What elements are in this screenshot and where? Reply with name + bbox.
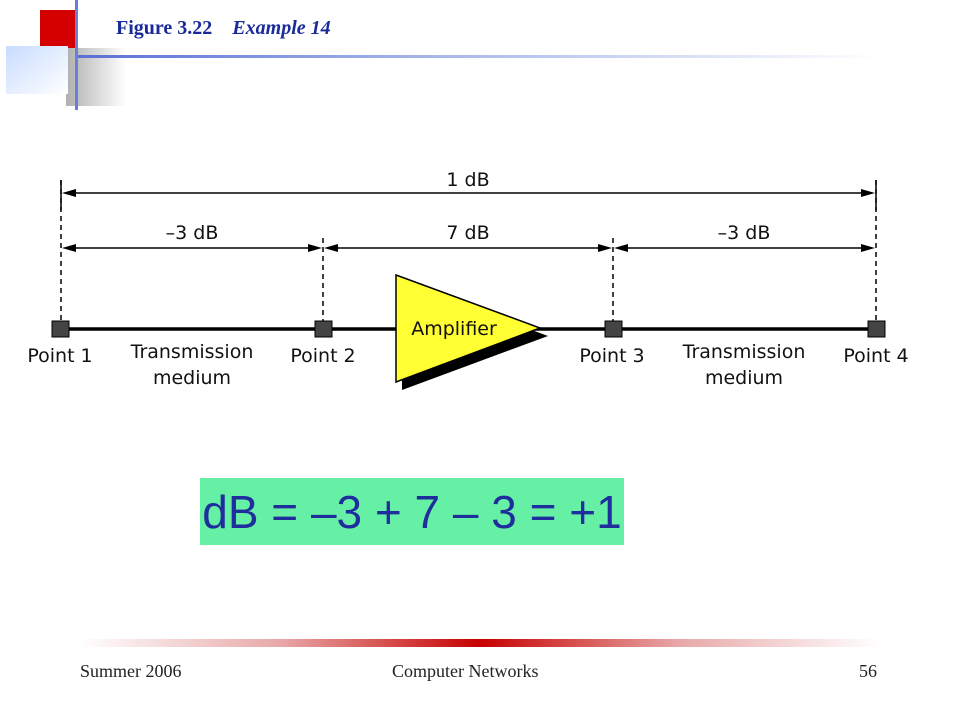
dashed-guides — [60, 180, 877, 322]
segment-gain-3: –3 dB — [718, 222, 771, 244]
slide-title: Figure 3.22 Example 14 — [116, 17, 331, 40]
medium-2-line1: Transmission — [682, 341, 806, 363]
point-4-label: Point 4 — [843, 345, 908, 367]
point-3-label: Point 3 — [579, 345, 644, 367]
segment-gain-2: 7 dB — [446, 222, 489, 244]
point-2-label: Point 2 — [290, 345, 355, 367]
segment-gain-1: –3 dB — [166, 222, 219, 244]
amplifier-triangle — [395, 273, 543, 384]
amplifier-label: Amplifier — [411, 318, 497, 340]
page-number: 56 — [859, 661, 877, 681]
total-gain-label: 1 dB — [446, 169, 489, 191]
segment-arrows — [62, 244, 875, 252]
decibel-formula: dB = –3 + 7 – 3 = +1 — [200, 478, 624, 545]
footer-term: Summer 2006 — [80, 661, 182, 681]
medium-1-line2: medium — [153, 367, 231, 389]
footer-divider — [80, 639, 880, 647]
footer-course: Computer Networks — [392, 661, 539, 681]
point-markers — [51, 320, 886, 338]
amplifier-diagram: 1 dB –3 dB 7 dB –3 dB Amplifier Point 1 … — [27, 169, 909, 390]
figure-number: Figure 3.22 — [116, 17, 213, 39]
point-1-label: Point 1 — [27, 345, 92, 367]
figure-caption: Example 14 — [232, 17, 331, 39]
title-underline — [78, 55, 878, 58]
total-gain-arrow — [62, 189, 875, 197]
medium-2-line2: medium — [705, 367, 783, 389]
medium-1-line1: Transmission — [130, 341, 254, 363]
